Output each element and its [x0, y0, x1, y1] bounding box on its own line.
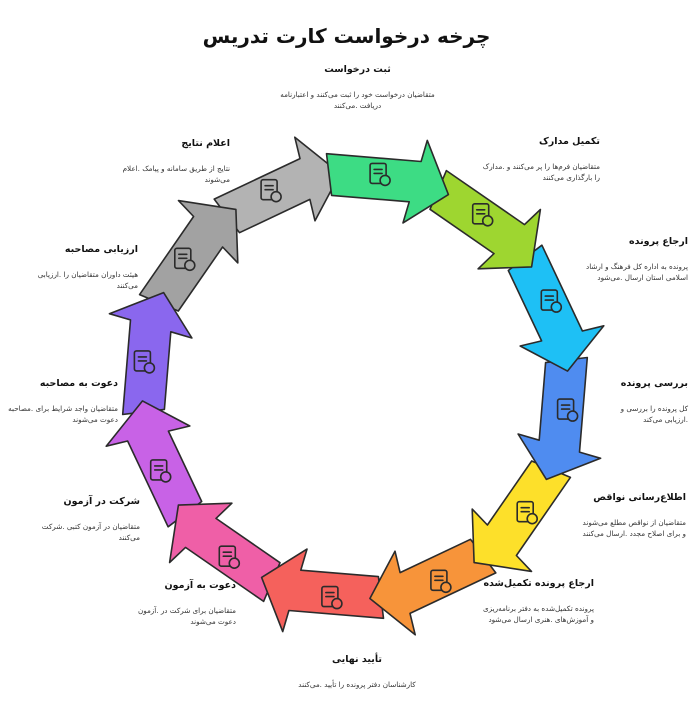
step-desc: کل پرونده را بررسی و .ارزیابی می‌کند: [620, 404, 688, 425]
sync-alert-icon: [516, 500, 539, 525]
desk-teacher-icon: [149, 459, 172, 483]
step-label-docs: تکمیل مدارک متقاضیان فرم‌ها را پر می‌کنن…: [480, 136, 600, 183]
step-desc: متقاضیان برای شرکت در .آزمون دعوت می‌شون…: [137, 606, 236, 627]
step-label-interview-invite: دعوت به مصاحبه متقاضیان واجد شرایط برای …: [6, 378, 118, 425]
step-title: ارجاع پرونده: [629, 236, 688, 247]
step-title: ثبت درخواست: [324, 64, 391, 75]
step-title: اعلام نتایج: [181, 138, 230, 149]
step-label-exam-invite: دعوت به آزمون متقاضیان برای شرکت در .آزم…: [118, 580, 236, 627]
step-desc: متقاضیان فرم‌ها را پر می‌کنند و .مدارک ر…: [482, 162, 600, 183]
step-title: تکمیل مدارک: [539, 136, 600, 147]
step-desc: متقاضیان درخواست خود را ثبت می‌کنند و اع…: [280, 90, 435, 111]
step-desc: نتایج از طریق سامانه و پیامک .اعلام می‌ش…: [122, 164, 230, 185]
step-label-notify: اطلاع‌رسانی نواقص متقاضیان از نواقص مطلع…: [578, 492, 686, 539]
megaphone-people-icon: [260, 178, 282, 203]
step-label-approve: تأیید نهایی کارشناسان دفتر پرونده را تأی…: [282, 654, 432, 690]
step-desc: هیئت داوران متقاضیان را .ارزیابی می‌کنند: [37, 270, 138, 291]
clipboard-refresh-icon: [430, 569, 452, 594]
exam-paper-person-icon: [218, 545, 241, 570]
step-label-evaluate: ارزیابی مصاحبه هیئت داوران متقاضیان را .…: [20, 244, 138, 291]
step-label-review: بررسی پرونده کل پرونده را بررسی و .ارزیا…: [600, 378, 688, 425]
step-title: دعوت به مصاحبه: [39, 378, 118, 389]
step-label-exam: شرکت در آزمون متقاضیان در آزمون کتبی .شر…: [22, 496, 140, 543]
gdpr-document-icon: [556, 398, 579, 422]
map-pin-document-icon: [540, 289, 563, 313]
diagram-title: چرخه درخواست کارت تدریس: [202, 24, 491, 48]
step-title: تأیید نهایی: [332, 654, 382, 665]
person-arrow-icon: [369, 162, 391, 187]
step-title: اطلاع‌رسانی نواقص: [593, 492, 686, 503]
step-label-register: ثبت درخواست متقاضیان درخواست خود را ثبت …: [270, 64, 445, 111]
presentation-check-icon: [174, 247, 196, 272]
step-desc: پرونده به اداره کل فرهنگ و ارشاد اسلامی …: [586, 262, 688, 283]
step-title: بررسی پرونده: [620, 378, 688, 389]
cycle-segment-evaluate: [138, 199, 239, 312]
cycle-segment-notify: [471, 460, 572, 573]
step-label-resubmit: ارجاع پرونده تکمیل‌شده پرونده تکمیل‌شده …: [482, 578, 594, 625]
person-board-alert-icon: [133, 350, 156, 374]
building-check-icon: [321, 585, 343, 610]
step-desc: متقاضیان از نواقص مطلع می‌شوند و برای اص…: [582, 518, 686, 539]
step-title: ارجاع پرونده تکمیل‌شده: [483, 578, 594, 589]
step-title: ارزیابی مصاحبه: [64, 244, 138, 255]
cycle-segment-exam: [105, 400, 203, 528]
step-desc: پرونده تکمیل‌شده به دفتر برنامه‌ریزی و آ…: [483, 604, 594, 625]
step-title: دعوت به آزمون: [164, 580, 236, 591]
step-desc: متقاضیان در آزمون کتبی .شرکت می‌کنند: [41, 522, 140, 543]
clipboard-download-icon: [471, 203, 494, 227]
cycle-segment-resubmit: [369, 538, 497, 636]
step-desc: متقاضیان واجد شرایط برای .مصاحبه دعوت می…: [8, 404, 118, 425]
step-label-results: اعلام نتایج نتایج از طریق سامانه و پیامک…: [108, 138, 230, 185]
step-title: شرکت در آزمون: [63, 496, 140, 507]
step-desc: کارشناسان دفتر پرونده را تأیید .می‌کنند: [298, 680, 416, 689]
step-label-refer: ارجاع پرونده پرونده به اداره کل فرهنگ و …: [578, 236, 688, 283]
